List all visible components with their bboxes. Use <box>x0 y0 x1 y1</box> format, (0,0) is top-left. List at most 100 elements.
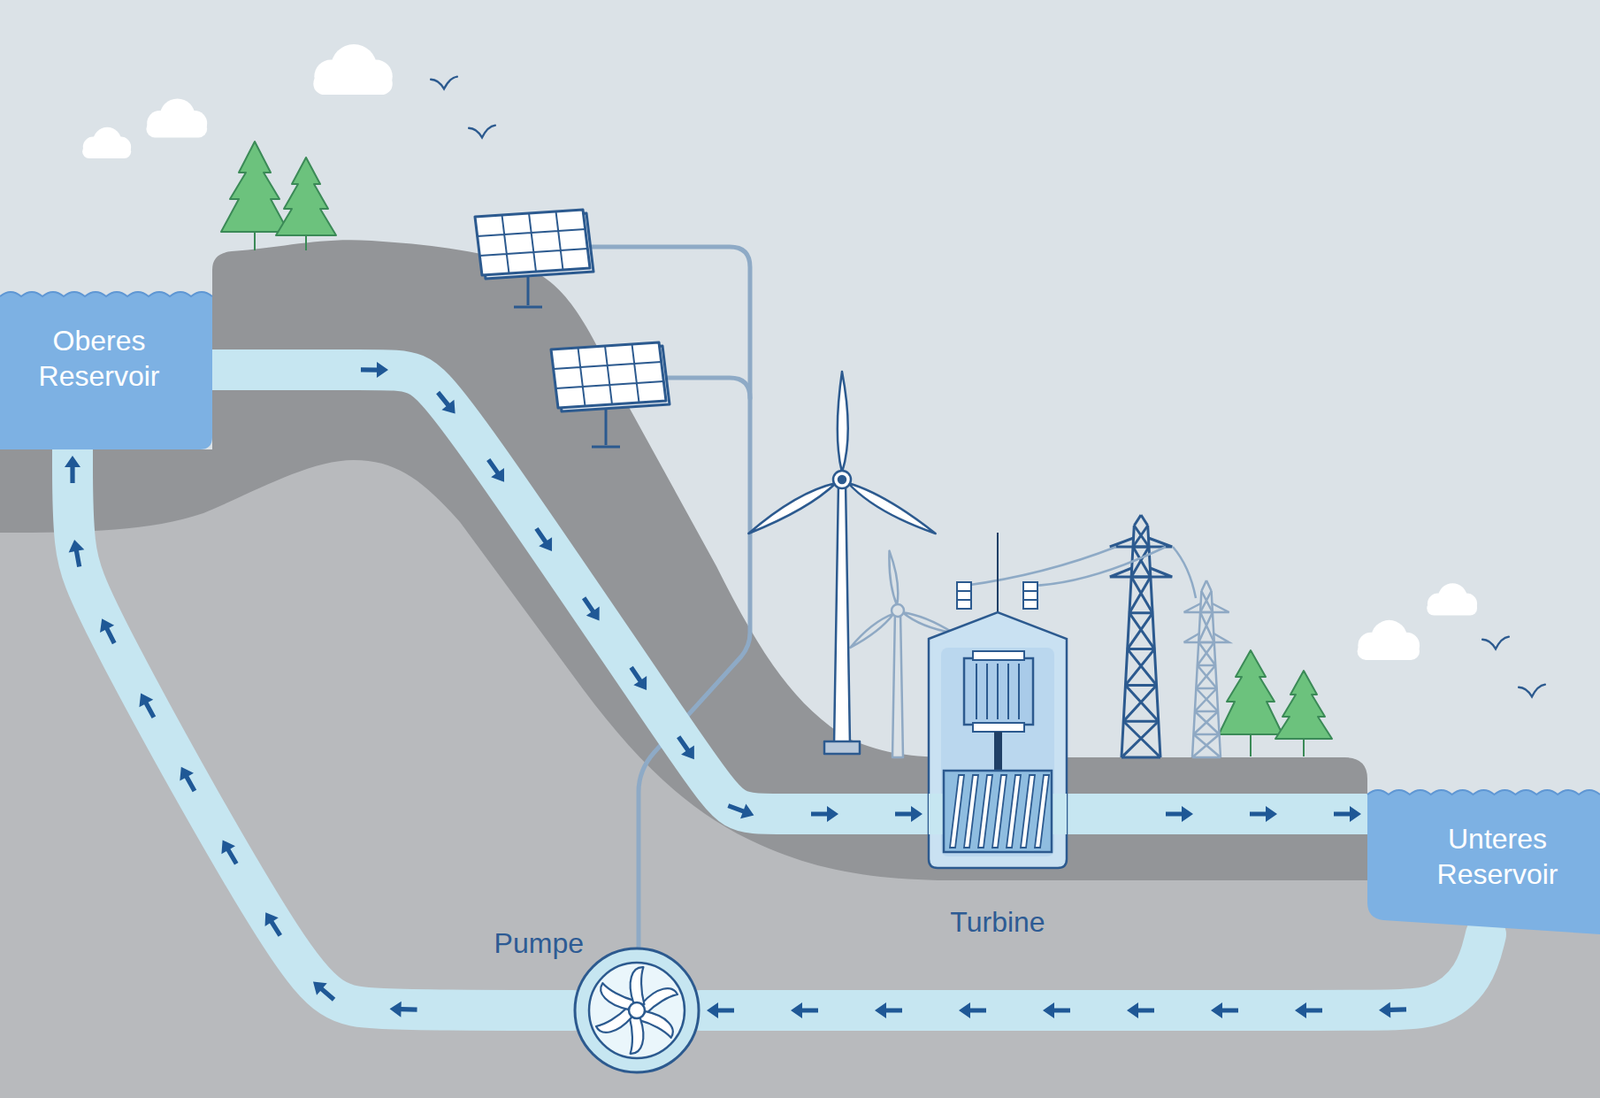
flow-arrow <box>1165 805 1194 822</box>
pump-impeller <box>574 948 699 1072</box>
bird <box>1518 684 1546 697</box>
powerhouse <box>949 774 965 848</box>
wind-turbine <box>838 475 846 483</box>
pipe-connector <box>72 449 574 1011</box>
power-pylon <box>1110 514 1230 758</box>
flow-arrow <box>1333 805 1362 822</box>
wind-turbine <box>824 741 860 754</box>
powerhouse <box>1007 663 1010 720</box>
solar-panel <box>477 211 589 274</box>
powerhouse <box>943 770 1052 852</box>
powerhouse <box>1023 581 1038 609</box>
bird <box>430 76 458 90</box>
flow-arrow <box>1294 1002 1323 1019</box>
flow-arrow <box>94 614 122 647</box>
flow-arrow <box>431 387 461 419</box>
flow-arrow <box>482 454 512 487</box>
solar-panel <box>551 342 667 408</box>
power-pylon <box>1121 720 1161 758</box>
tree <box>1302 738 1305 757</box>
solar-panel <box>513 273 543 307</box>
node-label: Turbine <box>928 903 1067 940</box>
flow-arrow <box>811 805 839 822</box>
pump-impeller <box>589 962 685 1058</box>
flow-arrow <box>895 805 923 822</box>
power-pylon <box>1110 514 1172 758</box>
solar-panel <box>551 342 670 447</box>
power-pylon <box>1183 580 1229 758</box>
powerhouse <box>964 658 1034 725</box>
flow-arrow <box>790 1002 819 1019</box>
powerhouse <box>1020 774 1035 848</box>
power-pylon <box>1192 734 1221 758</box>
powerhouse <box>972 650 1025 660</box>
cloud <box>145 98 207 138</box>
flow-arrow <box>174 762 202 795</box>
powerhouse <box>964 774 979 848</box>
power-line <box>964 546 1196 598</box>
flow-arrow <box>706 1002 735 1019</box>
powerhouse <box>928 612 1067 868</box>
water-pipe <box>212 361 929 823</box>
solar-panel <box>474 209 594 307</box>
powerhouse <box>975 663 978 720</box>
powerhouse <box>996 663 999 720</box>
solar-panel <box>474 209 670 447</box>
tree <box>305 235 307 251</box>
powerhouse <box>941 647 1055 857</box>
power-pylon <box>1127 612 1156 650</box>
flow-arrow <box>1249 805 1278 822</box>
flow-arrow <box>672 732 701 765</box>
turbine-shape <box>928 612 1067 868</box>
power-line <box>964 546 1117 586</box>
wind-turbine <box>834 482 850 745</box>
pump-impeller <box>574 948 699 1072</box>
power-pylon <box>1200 590 1213 613</box>
flow-arrow <box>64 455 81 483</box>
water-body <box>0 291 213 450</box>
water-pipe <box>1066 805 1368 822</box>
flow-arrow <box>1378 1001 1407 1019</box>
solar-panel <box>474 209 590 276</box>
wind-turbine <box>886 550 901 605</box>
tree <box>253 231 256 251</box>
flow-arrow <box>1042 1002 1071 1019</box>
solar-panel <box>553 344 665 406</box>
powerhouse <box>928 532 1067 868</box>
water-wave <box>1367 789 1600 795</box>
power-pylon <box>1183 633 1229 643</box>
lower-node: Unteres Reservoir <box>1367 785 1600 934</box>
wind-turbine <box>745 371 938 539</box>
powerhouse <box>1006 774 1021 848</box>
tree <box>221 141 1333 757</box>
pipe-connector <box>212 369 929 814</box>
flow-arrow <box>529 523 559 556</box>
tree <box>1218 650 1283 735</box>
wind-turbine <box>892 610 904 758</box>
pipe-connector <box>1066 793 1368 835</box>
power-pylon <box>1197 642 1216 666</box>
powerhouse <box>978 774 993 848</box>
cloud <box>1426 582 1478 615</box>
cloud <box>313 44 392 95</box>
wind-turbine <box>745 371 955 758</box>
flow-arrow <box>215 835 244 868</box>
flow-arrow <box>389 1000 417 1018</box>
water-body <box>1367 789 1600 934</box>
power-pylon <box>1194 688 1218 712</box>
powerhouse <box>1018 663 1020 720</box>
power-pylon <box>1125 649 1156 686</box>
cloud <box>82 127 131 159</box>
powerhouse <box>972 722 1025 732</box>
flow-arrow <box>66 537 87 568</box>
power-pylon <box>1193 711 1219 735</box>
cloud <box>1357 620 1421 660</box>
wind-turbine <box>745 477 839 537</box>
water-pipe <box>700 933 1486 1019</box>
flow-arrow <box>624 662 653 695</box>
tree <box>275 157 337 236</box>
